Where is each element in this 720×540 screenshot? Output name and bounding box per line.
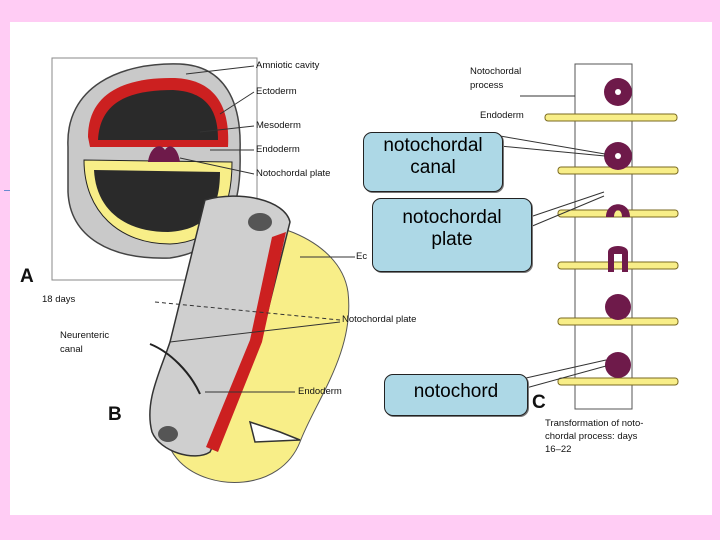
edge-tick [4, 190, 12, 191]
label-days-a: 18 days [42, 294, 76, 305]
label-process-2: process [470, 80, 504, 91]
callout-notochordal-canal: notochordal canal [363, 132, 503, 192]
callout-notochord: notochord [384, 374, 528, 416]
callout-notochord-line1: notochord [413, 381, 499, 402]
caption-line-1: Transformation of noto- [545, 418, 644, 429]
panel-b-tail-hole [158, 426, 178, 442]
label-ectoderm: Ectoderm [256, 86, 297, 97]
label-endoderm-a: Endoderm [256, 144, 300, 155]
endoderm-bars [544, 113, 679, 386]
label-neurenteric-1: Neurenteric [60, 330, 110, 341]
callout-canal-line2: canal [410, 157, 456, 178]
callout-canal-line1: notochordal [383, 135, 483, 156]
label-amniotic-cavity: Amniotic cavity [256, 60, 320, 71]
notochord-a [148, 146, 180, 162]
label-mesoderm: Mesoderm [256, 120, 301, 131]
embryo-illustration [51, 57, 679, 483]
label-endoderm-b: Endoderm [298, 386, 342, 397]
yolk-dark [94, 170, 220, 232]
panel-b-tube [149, 195, 291, 457]
arrow-b [248, 420, 301, 443]
caption-line-3: 16–22 [545, 444, 572, 455]
callout-plate-line2: plate [431, 229, 473, 250]
panel-label-b: B [108, 404, 122, 425]
panel-label-c: C [532, 392, 546, 413]
callout-plate-line1: notochordal [402, 207, 502, 228]
label-neurenteric-2: canal [60, 344, 83, 355]
label-process-1: Notochordal [470, 66, 522, 77]
amniotic-cavity [98, 90, 218, 140]
label-endoderm-c: Endoderm [480, 110, 524, 121]
panel-label-a: A [20, 266, 34, 287]
slide: Amniotic cavity Ectoderm Mesoderm Endode… [10, 22, 712, 515]
label-notochordal-plate-a: Notochordal plate [256, 168, 331, 179]
panel-b-red-edge [206, 232, 286, 452]
callout-notochordal-plate: notochordal plate [372, 198, 532, 272]
caption-line-2: chordal process: days [545, 431, 638, 442]
label-ectoderm-b: Ec [356, 251, 368, 262]
label-notochordal-plate-b: Notochordal plate [342, 314, 417, 325]
panel-b-head-hole [248, 213, 272, 231]
neurenteric-curve [149, 343, 201, 395]
